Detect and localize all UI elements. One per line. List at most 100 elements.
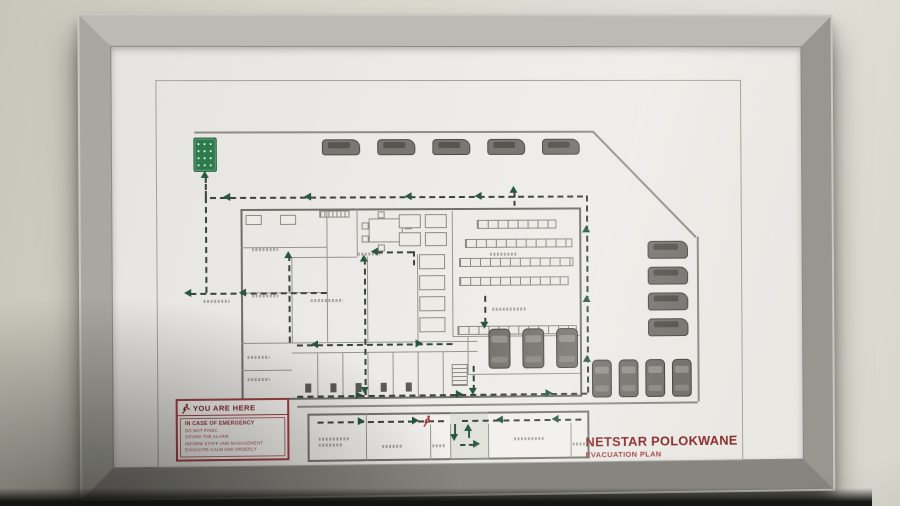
arrow-left-icon <box>184 289 191 297</box>
car-icon <box>672 359 692 397</box>
arrow-up-icon <box>582 225 590 232</box>
parking-row-top <box>322 139 580 156</box>
chair <box>362 222 369 229</box>
fitment-bay-cars <box>488 328 578 369</box>
desk <box>425 214 447 228</box>
room-label <box>514 437 544 440</box>
parking-row-bottom <box>592 359 692 398</box>
desk <box>246 215 262 225</box>
arrow-up-icon <box>360 255 368 262</box>
evacuation-plan-sheet: YOU ARE HERE IN CASE OF EMERGENCY DO NOT… <box>110 46 804 469</box>
arrow-up-icon <box>201 171 209 178</box>
desk <box>419 296 445 311</box>
arrow-right-icon <box>473 440 480 448</box>
toilet-fixture <box>305 384 311 393</box>
interior-wall <box>430 424 431 460</box>
arrow-left-icon <box>304 193 311 201</box>
car-icon <box>619 359 639 397</box>
arrow-left-icon <box>405 192 412 200</box>
running-person-icon <box>182 402 190 413</box>
car-icon <box>432 139 470 155</box>
running-person-icon <box>423 414 432 427</box>
arrow-down-icon <box>450 434 458 441</box>
arrow-up-icon <box>583 295 591 302</box>
room-label <box>247 356 269 359</box>
evacuation-route <box>413 251 415 265</box>
car-icon <box>592 360 612 398</box>
evacuation-route <box>460 444 474 446</box>
arrow-left-icon <box>311 340 318 348</box>
work-bench <box>459 257 573 267</box>
arrow-left-icon <box>371 247 378 255</box>
arrow-up-icon <box>509 186 517 193</box>
stairs <box>452 364 468 386</box>
arrow-left-icon <box>239 289 246 297</box>
desk <box>280 215 296 225</box>
room-label <box>573 442 586 445</box>
evacuation-route <box>205 177 207 197</box>
room-label <box>319 437 349 440</box>
legend-instruction: EVACUATE CALM AND ORDERLY <box>185 446 280 454</box>
exit-label <box>203 300 229 303</box>
room-label <box>319 443 343 446</box>
arrow-right-icon <box>412 416 419 424</box>
car-icon <box>648 267 688 285</box>
facility-title: NETSTAR POLOKWANE <box>585 433 737 450</box>
legend-header: YOU ARE HERE <box>193 403 256 413</box>
desk <box>425 232 447 246</box>
legend-body: IN CASE OF EMERGENCY DO NOT PANIC SOUND … <box>180 417 286 457</box>
car-icon <box>556 328 578 368</box>
arrow-up-icon <box>284 251 292 258</box>
arrow-up-icon <box>583 355 591 362</box>
arrow-down-icon <box>361 387 369 394</box>
chair <box>378 211 385 218</box>
desk <box>399 232 421 246</box>
room-label <box>490 253 518 256</box>
interior-wall <box>450 424 451 460</box>
car-icon <box>648 241 688 259</box>
counter <box>319 211 349 218</box>
arrow-up-icon <box>464 424 472 431</box>
arrow-right-icon <box>545 389 552 397</box>
parking-column-right <box>648 241 689 337</box>
arrow-right-icon <box>456 390 463 398</box>
desk <box>419 254 445 269</box>
car-icon <box>542 139 580 155</box>
photo-frame: YOU ARE HERE IN CASE OF EMERGENCY DO NOT… <box>79 15 833 499</box>
you-are-here-legend: YOU ARE HERE IN CASE OF EMERGENCY DO NOT… <box>176 398 290 462</box>
car-icon <box>645 359 665 397</box>
assembly-point-sign-icon <box>193 138 217 172</box>
title-block: NETSTAR POLOKWANE EVACUATION PLAN <box>585 433 737 460</box>
floor-plan: YOU ARE HERE IN CASE OF EMERGENCY DO NOT… <box>110 46 804 469</box>
toilet-fixture <box>406 383 412 392</box>
boardroom-table <box>369 218 403 242</box>
car-icon <box>488 329 510 369</box>
car-icon <box>522 328 544 368</box>
car-icon <box>377 139 415 155</box>
evacuation-route <box>484 296 486 324</box>
room-label <box>492 307 526 310</box>
desk <box>419 275 445 290</box>
arrow-left-icon <box>223 193 230 201</box>
room-label <box>248 378 270 381</box>
interior-wall <box>570 423 571 459</box>
work-bench <box>459 276 569 286</box>
desk <box>399 214 421 228</box>
arrow-left-icon <box>552 415 559 423</box>
desk <box>419 317 445 332</box>
room-label <box>252 294 278 297</box>
chair <box>362 236 369 243</box>
legend-header-row: YOU ARE HERE <box>178 400 288 416</box>
work-bench <box>477 220 557 229</box>
car-icon <box>322 139 360 155</box>
chair <box>378 244 385 251</box>
car-icon <box>487 139 525 155</box>
interior-wall <box>488 424 489 460</box>
emergency-heading: IN CASE OF EMERGENCY <box>185 420 280 427</box>
arrow-down-icon <box>480 322 488 329</box>
work-bench <box>465 238 572 248</box>
toilet-fixture <box>330 383 336 392</box>
car-icon <box>648 292 688 310</box>
arrow-left-icon <box>475 192 482 200</box>
